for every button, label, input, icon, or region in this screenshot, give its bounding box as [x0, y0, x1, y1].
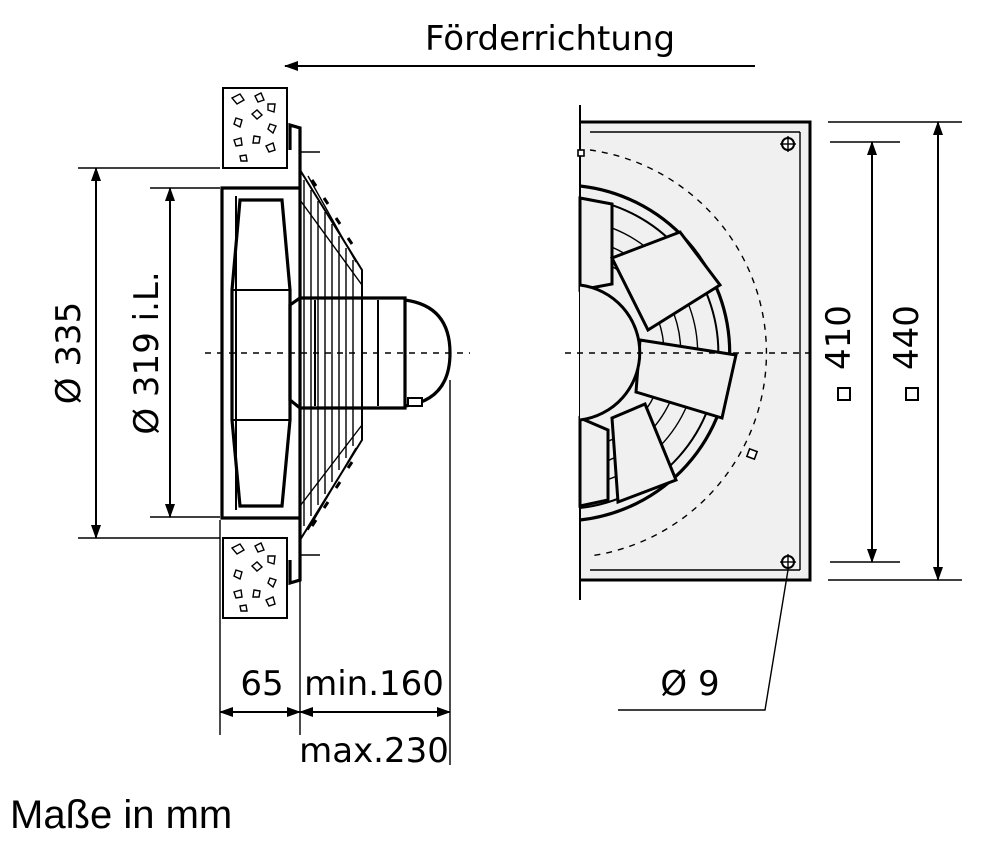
flow-direction-label: Förderrichtung [425, 19, 675, 59]
front-view: 410 440 Ø 9 [565, 105, 962, 711]
front-blades [578, 196, 738, 508]
dim-outer-square: 440 [887, 305, 927, 401]
hole-diameter-label: Ø 9 [660, 664, 719, 704]
side-view: Ø 335 Ø 319 i.L. 65 min.160 max.230 [49, 87, 470, 771]
dim-inner-square: 410 [819, 305, 859, 401]
dim-inner-diameter-label: Ø 319 i.L. [127, 271, 167, 434]
flow-direction: Förderrichtung [284, 19, 755, 71]
bolt-circle [589, 149, 768, 557]
wall-top [222, 87, 288, 169]
dim-max-depth-label: max.230 [299, 731, 449, 771]
wall-bottom [222, 537, 288, 619]
dim-outer-square-label: 440 [887, 305, 927, 370]
dim-min-depth-label: min.160 [304, 664, 444, 704]
fan-blade-profile [230, 198, 292, 508]
dim-flange-depth-label: 65 [240, 664, 283, 704]
units-note: Maße in mm [10, 793, 232, 837]
hole-diameter-leader [618, 569, 789, 711]
dim-outer-diameter-label: Ø 335 [49, 302, 89, 404]
guard-grille [299, 169, 363, 541]
mounting-holes [577, 136, 796, 570]
mounting-plate [288, 122, 302, 586]
dim-inner-square-label: 410 [819, 305, 859, 370]
